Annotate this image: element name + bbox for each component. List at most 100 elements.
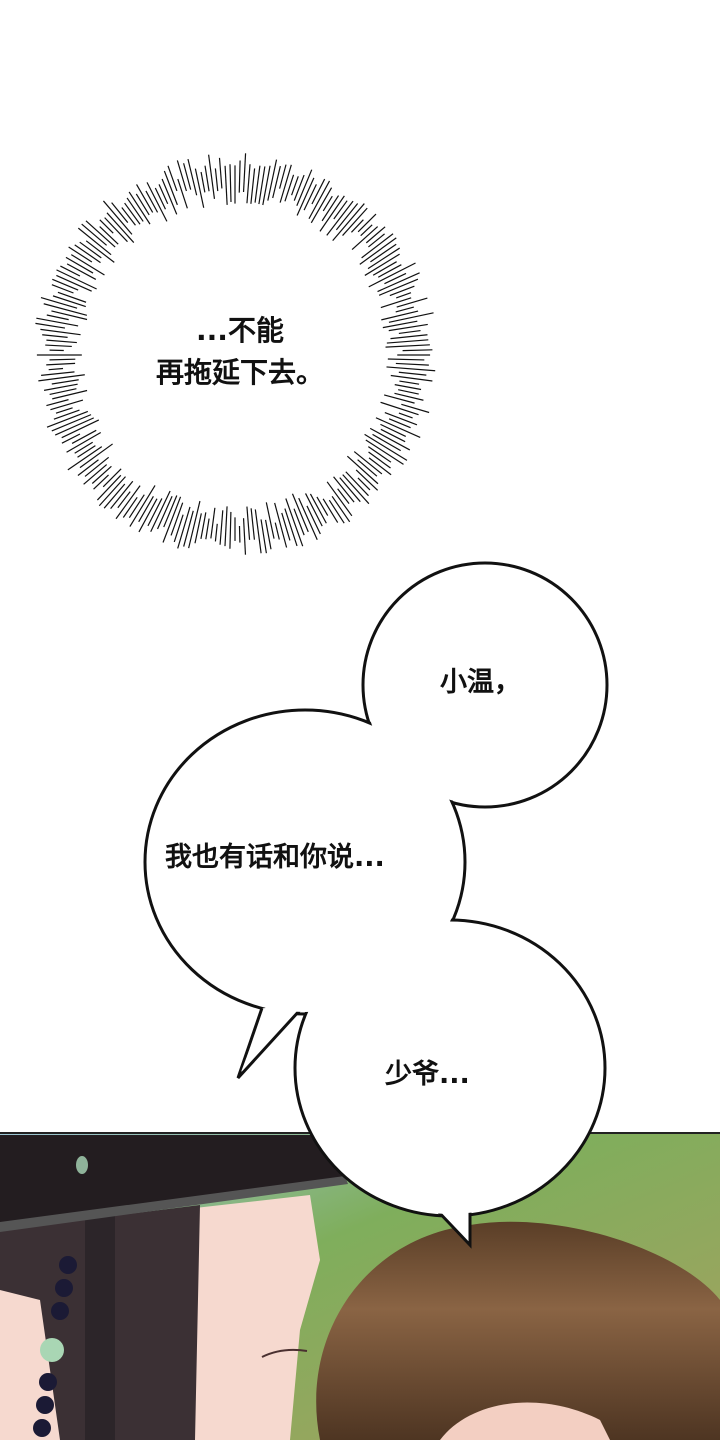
burst-line [381,310,419,321]
burst-line [147,498,163,527]
burst-line [55,407,73,414]
burst-line [399,380,420,385]
burst-line [326,481,353,517]
thought-line-1: ...不能 [196,314,284,347]
burst-line [293,508,305,536]
burst-line [158,184,169,205]
burst-line [138,498,158,533]
burst-line [401,403,430,414]
burst-line [170,502,184,536]
burst-line [50,399,84,411]
burst-line [67,446,103,471]
burst-line [395,306,414,313]
burst-line [398,412,413,419]
burst-line [99,219,114,234]
burst-line [370,243,397,263]
burst-line [353,451,383,475]
burst-line [218,157,223,189]
burst-line [98,476,126,507]
burst-line [224,506,228,547]
burst-line [61,419,100,439]
burst-line [219,510,224,545]
burst-line [250,508,256,540]
burst-line [339,477,361,503]
right-character-hair [316,1221,720,1440]
burst-line [258,166,266,205]
burst-line [77,445,96,458]
burst-line [305,493,323,527]
burst-line [85,240,115,263]
burst-line [43,303,88,316]
burst-line [387,358,425,361]
burst-line [210,507,216,539]
burst-line [333,476,355,503]
burst-line [102,468,122,488]
burst-line [79,241,102,259]
burst-line [183,163,192,190]
burst-line [183,510,194,547]
burst-line [128,494,145,519]
burst-line [99,226,119,245]
thought-text: ...不能 再拖延下去。 [130,310,350,394]
burst-line [377,272,420,293]
burst-line [68,246,93,263]
burst-line [56,274,92,292]
burst-line [77,227,112,256]
burst-line [194,168,205,208]
burst-line [382,320,418,329]
burst-line [122,496,138,518]
illustration-panel [0,1132,720,1440]
burst-line [161,178,178,215]
burst-line [246,506,251,540]
burst-line [136,184,154,213]
burst-line [308,180,331,220]
burst-line [326,200,354,236]
speech-text-top: 小温， [440,667,521,698]
burst-line [279,164,292,203]
burst-line [154,187,167,210]
burst-line [238,160,241,193]
burst-line [386,339,429,344]
burst-line [359,237,397,265]
burst-line [104,217,128,243]
burst-line [74,441,93,454]
burst-line [167,165,178,192]
burst-line [71,429,97,444]
burst-line [296,177,315,216]
burst-line [367,446,392,463]
speech-text-middle: 我也有话和你说... [165,842,385,873]
burst-line [388,323,428,332]
burst-line [360,224,373,237]
burst-line [306,505,321,535]
burst-line [303,184,317,211]
burst-line [372,261,397,276]
burst-line [46,339,77,344]
burst-line [293,174,305,201]
burst-line [129,485,156,527]
burst-line [84,456,110,477]
burst-line [272,165,281,199]
burst-line [368,451,391,469]
burst-line [342,474,370,505]
burst-line [156,496,173,530]
burst-line [93,474,109,490]
hat-strap [85,1215,115,1440]
burst-line [51,414,92,432]
burst-line [46,399,69,407]
burst-line [398,329,421,335]
burst-line [296,169,313,207]
burst-line [138,496,154,523]
burst-line [321,195,340,222]
burst-line [194,513,202,544]
burst-line [398,389,419,395]
burst-line [51,310,88,321]
burst-line [173,514,184,543]
burst-line [124,202,141,225]
burst-line [254,165,261,203]
burst-line [394,392,424,401]
black-hat [0,1135,345,1225]
burst-line [369,427,411,451]
burst-line [260,519,267,554]
